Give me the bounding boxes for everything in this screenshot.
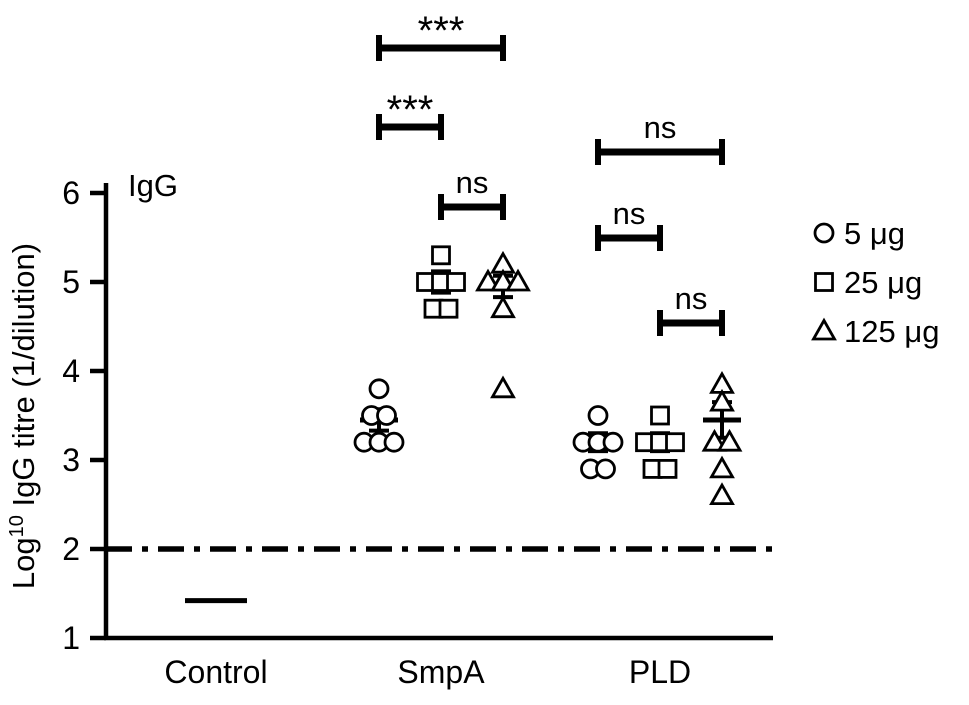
x-category-label: SmpA [397, 654, 485, 690]
data-point-triangle [716, 428, 743, 452]
legend-label: 5 μg [844, 216, 905, 251]
significance-label: ns [644, 110, 677, 145]
y-tick-label: 2 [62, 531, 80, 567]
y-tick-label: 1 [62, 620, 80, 656]
plot-title: IgG [128, 168, 178, 203]
data-point-circle [376, 405, 397, 426]
data-point-square [438, 298, 459, 319]
data-point-square [657, 458, 678, 479]
data-point-triangle [490, 295, 516, 319]
data-point-circle [602, 431, 624, 453]
data-point-square [665, 432, 685, 453]
data-point-triangle [490, 268, 516, 292]
y-tick-label: 5 [62, 264, 80, 300]
x-category-label: Control [164, 654, 267, 690]
data-point-triangle [709, 482, 735, 506]
data-point-triangle [490, 375, 516, 399]
legend-label: 125 μg [844, 314, 939, 349]
legend-marker-triangle [811, 317, 837, 341]
x-category-label: PLD [629, 654, 691, 690]
data-point-circle [368, 378, 390, 400]
data-point-square [446, 272, 466, 292]
legend-marker-circle [813, 222, 835, 244]
data-point-circle [595, 458, 616, 480]
y-tick-label: 3 [62, 442, 80, 478]
data-point-triangle [701, 428, 728, 452]
y-axis-title: Log10 IgG titre (1/dilution) [6, 243, 41, 589]
y-tick-label: 6 [62, 175, 80, 211]
data-point-triangle [475, 268, 501, 292]
data-point-square [650, 405, 670, 426]
significance-label: *** [418, 9, 465, 53]
significance-label: ns [613, 196, 646, 231]
legend-label: 25 μg [844, 265, 922, 300]
legend-marker-square [814, 272, 834, 292]
data-point-triangle [505, 268, 531, 292]
data-point-square [431, 245, 451, 266]
significance-label: ns [456, 165, 489, 200]
significance-label: *** [387, 88, 434, 132]
data-point-triangle [709, 455, 735, 479]
data-point-circle [587, 405, 609, 426]
data-point-triangle [709, 388, 735, 412]
y-tick-label: 4 [62, 353, 80, 389]
data-point-circle [383, 431, 405, 453]
significance-label: ns [675, 281, 708, 316]
